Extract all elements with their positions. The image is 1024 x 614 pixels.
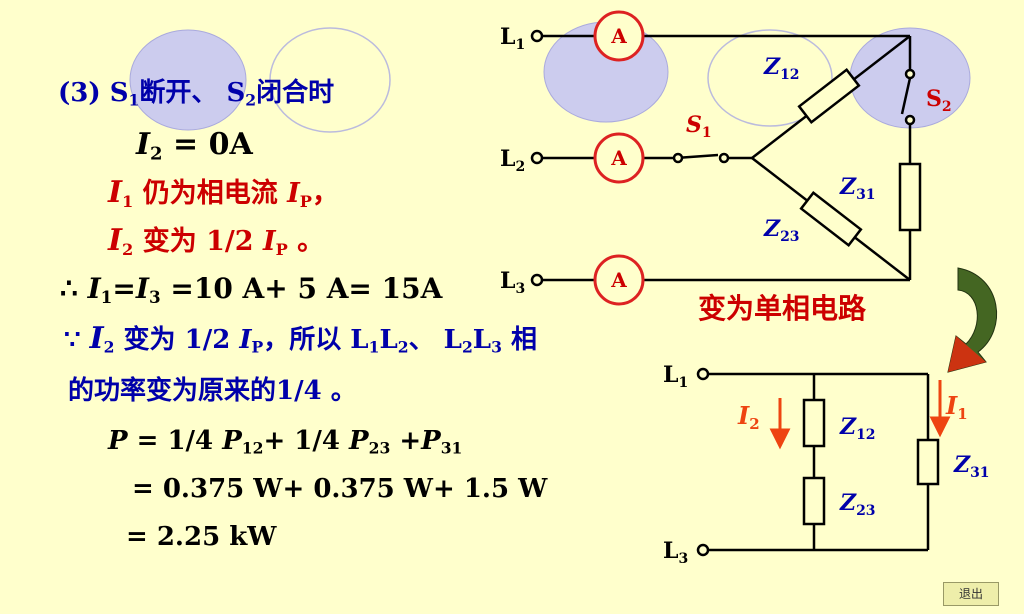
label-z12-bottom: Z12 [839,414,876,443]
eq-current-sum: ∴ I1=I3 =10 A+ 5 A= 15A [60,272,443,308]
label-l3: L3 [500,268,525,297]
label-s2: S2 [926,86,952,115]
ammeter-l3-label: A [610,268,627,292]
label-l1-bottom: L1 [663,362,688,391]
arrow-i1-icon [929,416,951,438]
eq-power: P = 1/4 P12+ 1/4 P23 +P31 [108,426,463,458]
curved-arrow-head-icon [948,336,986,372]
terminal-l1 [530,29,544,43]
resistor-z31 [898,162,922,232]
label-l3-bottom: L3 [663,538,688,567]
label-l2: L2 [500,146,525,175]
decor-ellipse-filled [129,29,247,131]
label-z23: Z23 [763,216,800,245]
ammeter-l1 [593,10,645,62]
s1-contact-b [718,152,730,164]
exit-button[interactable]: 退出 [943,582,999,606]
s2-contact-b [904,114,916,126]
eq-i2-zero: I2 = 0A [136,127,253,165]
decor-ellipse-outline [269,27,391,133]
s1-contact-a [672,152,684,164]
resistor-z12 [797,67,861,125]
terminal-l3-bottom [696,543,710,557]
caption-single-phase: 变为单相电路 [698,292,867,325]
ammeter-l3 [593,254,645,306]
terminal-l3 [530,273,544,287]
ammeter-l1-label: A [610,24,627,48]
label-z31-bottom: Z31 [953,452,990,481]
terminal-l2 [530,151,544,165]
label-z23-bottom: Z23 [839,490,876,519]
label-l1: L1 [500,24,525,53]
eq-power-values: = 0.375 W+ 0.375 W+ 1.5 W [132,474,548,504]
resistor-z12-bottom [802,398,826,448]
ammeter-l2 [593,132,645,184]
resistor-z23-bottom [802,476,826,526]
label-z12: Z12 [763,54,800,83]
note-i2-half: I2 变为 1/2 IP 。 [108,223,325,259]
arrow-i2-icon [769,428,791,450]
terminal-l1-bottom [696,367,710,381]
highlight-ellipse-z12 [707,29,833,127]
label-z31: Z31 [839,174,876,203]
s2-contact-a [904,68,916,80]
note-power-quarter: 的功率变为原来的1/4 。 [68,376,357,406]
resistor-z31-bottom [916,438,940,486]
label-i2: I2 [737,401,760,433]
note-i1-phase: I1 仍为相电流 IP， [108,175,339,211]
resistor-z23 [799,190,863,248]
note-because: ∵ I2 变为 1/2 IP，所以 L1L2、 L2L3 相 [64,321,537,357]
ammeter-l2-label: A [610,146,627,170]
label-s1: S1 [686,112,712,141]
condition-heading: (3) S1断开、 S2闭合时 [58,78,335,110]
eq-power-total: = 2.25 kW [126,522,277,552]
label-i1: I1 [945,391,968,423]
